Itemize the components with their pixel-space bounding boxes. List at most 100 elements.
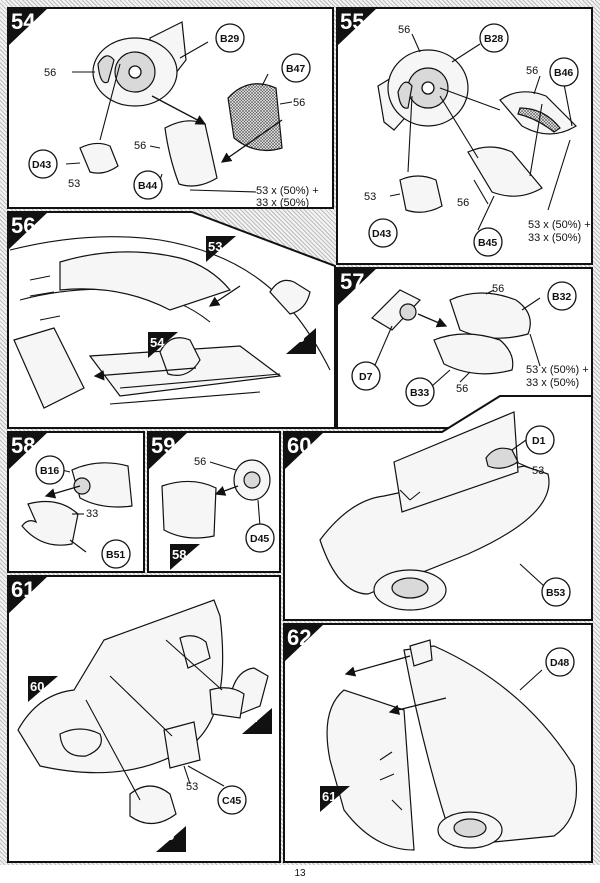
label-56: 56 xyxy=(457,197,469,209)
svg-text:57: 57 xyxy=(246,710,260,725)
callout-d43: D43 xyxy=(28,149,58,179)
step-number: 58 xyxy=(11,433,35,458)
label-56: 56 xyxy=(398,24,410,36)
callout-d1: D1 xyxy=(525,425,555,455)
callout-b51: B51 xyxy=(101,539,131,569)
callout-b46: B46 xyxy=(549,57,579,87)
svg-text:C45: C45 xyxy=(222,795,241,807)
svg-text:58: 58 xyxy=(172,547,186,562)
svg-text:B46: B46 xyxy=(554,67,573,79)
callout-d43: D43 xyxy=(368,218,398,248)
b16-part xyxy=(71,462,133,508)
b45-part xyxy=(467,146,543,197)
callout-b32: B32 xyxy=(547,281,577,311)
fuselage-drawing xyxy=(9,236,331,409)
svg-text:B44: B44 xyxy=(138,180,157,192)
ref-step-57: 57 xyxy=(242,708,272,734)
d45-assembly-part xyxy=(129,785,177,825)
label-56: 56 xyxy=(293,97,305,109)
callout-b16: B16 xyxy=(35,455,65,485)
step-56-panel: 56 53 55 54 xyxy=(7,211,336,429)
duct-part xyxy=(161,480,217,539)
ref-step-54: 54 xyxy=(148,332,178,358)
glue-note: 33 x (50%) xyxy=(256,197,309,209)
ref-step-59: 59 xyxy=(156,826,186,852)
svg-text:D43: D43 xyxy=(372,228,391,240)
cabin-assembly xyxy=(326,645,578,851)
svg-text:60: 60 xyxy=(30,679,44,694)
callout-b45: B45 xyxy=(473,227,503,257)
b47-mesh-part xyxy=(227,83,283,151)
callout-b28: B28 xyxy=(479,23,509,53)
label-56: 56 xyxy=(134,140,146,152)
step-number: 60 xyxy=(287,433,311,458)
callout-d45: D45 xyxy=(245,523,275,553)
step-54-panel: 54 B29 B47 B44 D43 56 56 56 53 xyxy=(7,7,334,209)
svg-text:61: 61 xyxy=(322,789,336,804)
d1-part xyxy=(485,447,519,469)
label-33: 33 xyxy=(86,508,98,520)
svg-text:D45: D45 xyxy=(250,533,269,545)
step-number: 62 xyxy=(287,625,311,650)
callout-d7: D7 xyxy=(351,361,381,391)
step-number: 57 xyxy=(340,269,364,294)
svg-text:D48: D48 xyxy=(550,657,569,669)
label-56: 56 xyxy=(44,67,56,79)
b44-duct-part xyxy=(164,120,218,187)
glue-note: 53 x (50%) + xyxy=(528,219,591,231)
label-56: 56 xyxy=(194,456,206,468)
svg-text:D7: D7 xyxy=(359,371,373,383)
d43-part xyxy=(79,142,119,174)
svg-text:53: 53 xyxy=(208,239,222,254)
fan-housing-part xyxy=(92,21,187,107)
d7-part xyxy=(371,289,421,331)
svg-text:B47: B47 xyxy=(286,63,305,75)
step-number: 56 xyxy=(11,213,35,238)
ref-step-55: 55 xyxy=(286,328,316,354)
label-53: 53 xyxy=(68,178,80,190)
cabin-floor-part xyxy=(319,411,550,611)
step-62-panel: 62 D48 61 xyxy=(283,623,593,863)
callout-b53: B53 xyxy=(541,577,571,607)
ref-step-61: 61 xyxy=(320,786,350,812)
d48-part xyxy=(409,639,433,667)
step-60-panel: 60 D1 B53 53 xyxy=(283,395,593,621)
glue-note: 53 x (50%) + xyxy=(526,364,589,376)
svg-text:B28: B28 xyxy=(484,33,503,45)
callout-c45: C45 xyxy=(217,785,247,815)
glue-note: 33 x (50%) xyxy=(526,377,579,389)
svg-text:B51: B51 xyxy=(106,549,125,561)
callout-d48: D48 xyxy=(545,647,575,677)
step-58-panel: 58 B16 B51 33 xyxy=(7,431,145,573)
label-56: 56 xyxy=(526,65,538,77)
label-53: 53 xyxy=(532,465,544,477)
step-number: 55 xyxy=(340,9,364,34)
page-number: 13 xyxy=(294,868,306,879)
callout-b47: B47 xyxy=(281,53,311,83)
svg-text:D43: D43 xyxy=(32,159,51,171)
svg-text:59: 59 xyxy=(160,828,174,843)
c45-part xyxy=(163,721,201,769)
svg-text:B32: B32 xyxy=(552,291,571,303)
ref-step-53: 53 xyxy=(206,236,236,262)
svg-text:B29: B29 xyxy=(220,33,239,45)
svg-text:54: 54 xyxy=(150,335,165,350)
label-56: 56 xyxy=(456,383,468,395)
callout-b33: B33 xyxy=(405,377,435,407)
step-55-panel: 55 B28 B46 B45 D43 56 56 53 56 53 x (50 xyxy=(336,7,593,265)
callout-b29: B29 xyxy=(215,23,245,53)
step-number: 61 xyxy=(11,577,35,602)
label-53: 53 xyxy=(364,191,376,203)
glue-note: 33 x (50%) xyxy=(528,232,581,244)
label-56: 56 xyxy=(492,283,504,295)
step-number: 59 xyxy=(151,433,175,458)
svg-text:B45: B45 xyxy=(478,237,497,249)
glue-note: 53 x (50%) + xyxy=(256,185,319,197)
d43-part xyxy=(399,175,443,213)
callout-b44: B44 xyxy=(133,170,163,200)
ref-step-60: 60 xyxy=(28,676,58,702)
step-61-panel: 61 C45 53 60 57 59 xyxy=(7,575,281,863)
ref-step-58: 58 xyxy=(170,544,200,570)
step-59-panel: 59 D45 56 58 xyxy=(147,431,281,573)
